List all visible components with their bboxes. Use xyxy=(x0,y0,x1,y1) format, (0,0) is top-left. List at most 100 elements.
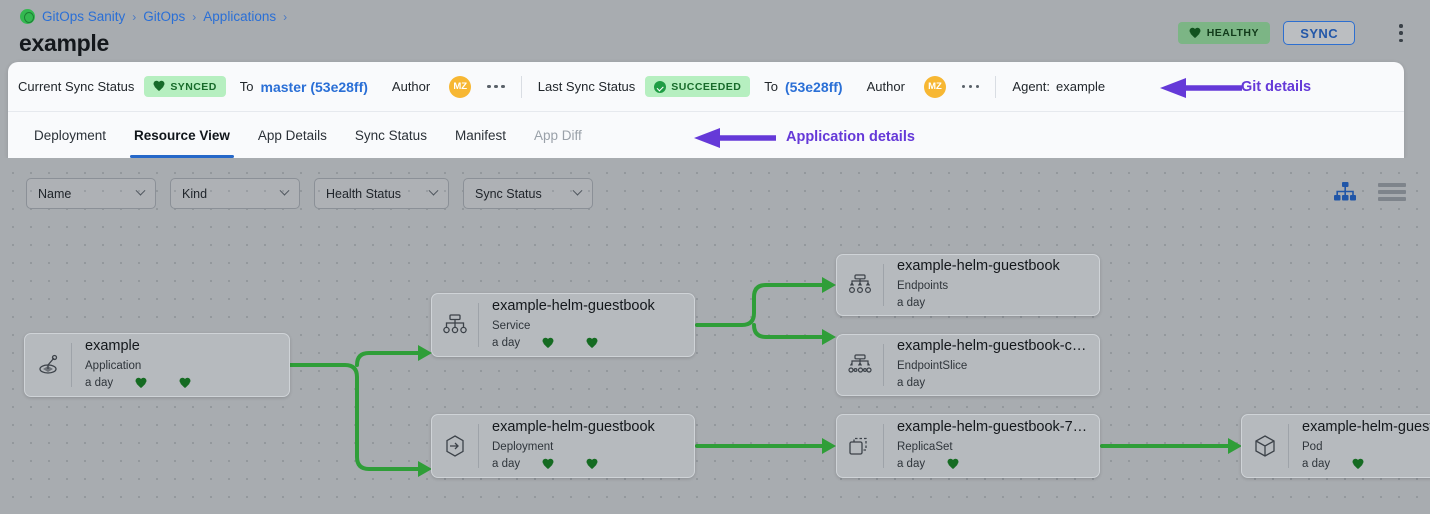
avatar[interactable]: MZ xyxy=(449,75,472,98)
tab-manifest[interactable]: Manifest xyxy=(441,112,520,158)
graph-node-application[interactable]: example Application a day xyxy=(24,333,290,397)
list-view-icon[interactable] xyxy=(1378,182,1406,202)
dot xyxy=(961,84,966,89)
tab-label: Resource View xyxy=(134,127,230,143)
node-meta: a day xyxy=(85,375,279,392)
graph-node-replicaset[interactable]: example-helm-guestbook-74… ReplicaSet a … xyxy=(836,414,1100,478)
node-meta: a day xyxy=(492,335,684,352)
sync-button-label: SYNC xyxy=(1300,25,1338,41)
filter-health-status-dropdown[interactable]: Health Status xyxy=(314,178,449,209)
graph-node-deployment[interactable]: example-helm-guestbook Deployment a day xyxy=(431,414,695,478)
breadcrumb: GitOps Sanity › GitOps › Applications › xyxy=(20,9,287,24)
current-revision-link[interactable]: master (53e28ff) xyxy=(260,78,368,95)
node-body: example-helm-guestbook-74… ReplicaSet a … xyxy=(884,415,1099,477)
current-to-label: To xyxy=(239,79,254,94)
node-body: example-helm-guestbook Service a day xyxy=(479,294,694,356)
filter-label: Sync Status xyxy=(475,186,542,201)
application-details-annotation-label: Application details xyxy=(786,129,915,145)
tab-label: App Details xyxy=(257,127,327,143)
node-name: example-helm-guestbook-74… xyxy=(896,419,1089,436)
health-heart-icon xyxy=(542,338,554,349)
application-icon xyxy=(25,352,71,378)
filter-sync-status-dropdown[interactable]: Sync Status xyxy=(463,178,593,209)
tab-label: App Diff xyxy=(533,127,582,143)
graph-node-endpointslice[interactable]: example-helm-guestbook-ct… EndpointSlice… xyxy=(836,334,1100,396)
graph-node-pod[interactable]: example-helm-guest Pod a day xyxy=(1241,414,1430,478)
current-sync-status-label: Current Sync Status xyxy=(18,79,135,94)
sync-heart-icon xyxy=(179,378,191,389)
breadcrumb-separator-icon: › xyxy=(132,9,137,24)
chevron-down-icon xyxy=(572,185,583,196)
last-author-label: Author xyxy=(866,79,905,94)
endpointslice-icon xyxy=(837,354,883,376)
node-meta: a day xyxy=(897,375,1089,392)
divider xyxy=(478,303,479,347)
divider xyxy=(883,344,884,386)
breadcrumb-item-applications[interactable]: Applications xyxy=(203,9,277,24)
dot xyxy=(487,84,491,89)
node-kind: EndpointSlice xyxy=(897,359,968,372)
resource-graph-canvas[interactable]: Name Kind Health Status Sync Status xyxy=(0,158,1430,514)
chevron-down-icon xyxy=(428,185,439,196)
breadcrumb-item-gitops[interactable]: GitOps xyxy=(143,9,186,24)
view-toggle-group xyxy=(1334,182,1406,202)
sync-status-bar: Current Sync Status SYNCED To master (53… xyxy=(8,62,1404,112)
dot xyxy=(501,84,505,89)
tab-deployment[interactable]: Deployment xyxy=(20,112,120,158)
breadcrumb-separator-icon: › xyxy=(192,9,197,24)
divider xyxy=(520,75,522,98)
divider xyxy=(995,75,997,98)
node-kind: Application xyxy=(85,359,142,372)
health-status-badge: HEALTHY xyxy=(1177,22,1270,44)
sync-button[interactable]: SYNC xyxy=(1283,21,1355,45)
health-heart-icon xyxy=(947,459,959,470)
replicaset-icon xyxy=(837,434,883,458)
node-kind: Deployment xyxy=(492,440,554,453)
node-kind: Endpoints xyxy=(897,279,949,292)
node-name: example-helm-guestbook xyxy=(897,258,1060,275)
node-kind: Pod xyxy=(1302,440,1323,453)
node-meta: a day xyxy=(492,456,684,473)
node-name: example xyxy=(85,338,140,355)
graph-node-service[interactable]: example-helm-guestbook Service a day xyxy=(431,293,695,357)
filter-kind-dropdown[interactable]: Kind xyxy=(170,178,300,209)
node-age: a day xyxy=(492,337,521,350)
tab-resource-view[interactable]: Resource View xyxy=(120,112,244,158)
last-sync-status-label: Last Sync Status xyxy=(537,79,636,94)
last-sync-overflow-icon[interactable] xyxy=(961,84,980,89)
service-icon xyxy=(432,314,478,336)
sync-heart-icon xyxy=(586,459,598,470)
dot xyxy=(494,84,498,89)
node-name: example-helm-guestbook-ct… xyxy=(897,338,1089,355)
filter-name-dropdown[interactable]: Name xyxy=(26,178,156,209)
tab-bar: Deployment Resource View App Details Syn… xyxy=(8,112,1404,158)
current-sync-overflow-icon[interactable] xyxy=(487,84,505,89)
node-name: example-helm-guest xyxy=(1302,419,1430,436)
graph-node-endpoints[interactable]: example-helm-guestbook Endpoints a day xyxy=(836,254,1100,316)
health-heart-icon xyxy=(135,378,147,389)
node-age: a day xyxy=(492,458,521,471)
node-age: a day xyxy=(85,377,114,390)
health-heart-icon xyxy=(542,459,554,470)
dot xyxy=(1399,38,1403,42)
avatar[interactable]: MZ xyxy=(923,75,946,98)
application-details-arrow-icon xyxy=(694,128,776,148)
tree-view-icon[interactable] xyxy=(1334,182,1356,202)
breadcrumb-item-gitops-sanity[interactable]: GitOps Sanity xyxy=(42,9,126,24)
node-age: a day xyxy=(1302,458,1331,471)
node-name: example-helm-guestbook xyxy=(492,419,655,436)
tab-app-details[interactable]: App Details xyxy=(244,112,341,158)
deployment-icon xyxy=(432,433,478,459)
agent-label: Agent: xyxy=(1012,79,1051,94)
application-info-panel: Current Sync Status SYNCED To master (53… xyxy=(8,62,1404,158)
breadcrumb-separator-icon: › xyxy=(283,9,288,24)
last-revision-link[interactable]: (53e28ff) xyxy=(785,78,843,95)
kebab-vertical-icon[interactable] xyxy=(1399,24,1403,42)
node-body: example-helm-guestbook Deployment a day xyxy=(479,415,694,477)
chevron-down-icon xyxy=(135,185,146,196)
health-status-label: HEALTHY xyxy=(1206,27,1259,39)
tab-sync-status[interactable]: Sync Status xyxy=(341,112,441,158)
node-meta: a day xyxy=(1302,456,1430,473)
filter-label: Health Status xyxy=(326,186,402,201)
dot xyxy=(1399,24,1403,28)
